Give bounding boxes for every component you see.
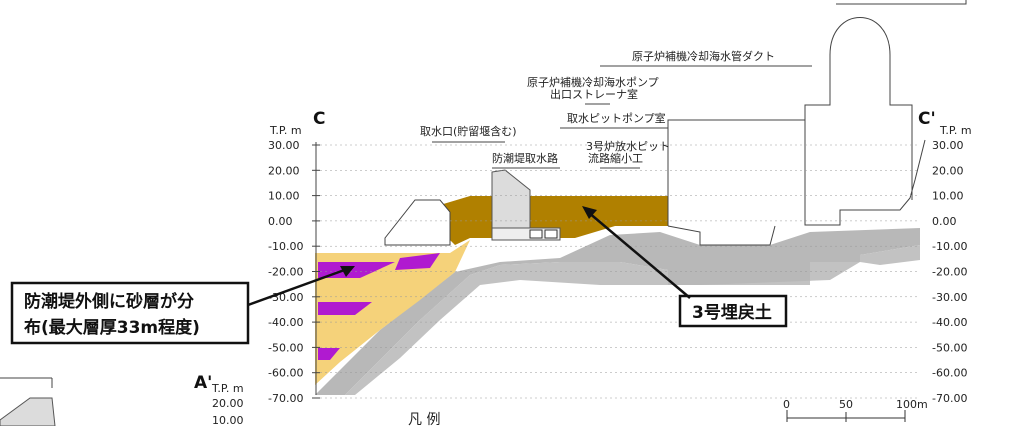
right-tick-3: 0.00	[932, 215, 957, 228]
tp-label-right: T.P. m	[939, 124, 972, 137]
label-pump-line2: 出口ストレーナ室	[550, 87, 638, 101]
label-seawall-channel: 防潮堤取水路	[492, 151, 558, 165]
sand-callout-box	[10, 281, 250, 345]
sand-arrow-head	[340, 266, 355, 277]
left-tick-2: 10.00	[268, 190, 300, 203]
backfill-callout-label: 3号埋戻土	[692, 302, 772, 323]
section-label-lower: A'	[194, 373, 212, 393]
purple-layer-3	[318, 348, 340, 360]
right-tick-8: -50.00	[932, 341, 967, 354]
tp-label-left: T.P. m	[269, 124, 302, 137]
left-tick-3: 0.00	[268, 215, 293, 228]
channel-box	[491, 227, 561, 241]
section-label-left: C	[313, 109, 325, 129]
purple-layer-4	[395, 253, 440, 270]
building-outline	[667, 119, 926, 226]
scale-label-50: 50	[839, 398, 853, 411]
left-tick-9: -60.00	[268, 367, 303, 380]
label-unit3-pit-line1: 3号炉放水ピット	[586, 139, 670, 153]
label-pit-pump: 取水ピットポンプ室	[567, 111, 666, 125]
scale-label-100: 100m	[896, 398, 928, 411]
left-tick-4: -10.00	[268, 240, 303, 253]
label-intake: 取水口(貯留堰含む)	[420, 124, 517, 138]
left-tick-6: -30.00	[268, 291, 303, 304]
channel-opening-2	[544, 229, 558, 239]
right-tick-9: -60.00	[932, 367, 967, 380]
right-tick-6: -30.00	[932, 291, 967, 304]
left-tick-8: -50.00	[268, 341, 303, 354]
purple-layer-1	[318, 262, 395, 278]
backfill-callout-box	[678, 294, 788, 328]
intake-structure	[384, 199, 451, 246]
left-tick-labels: 30.00 20.00 10.00 0.00 -10.00 -20.00 -30.00 -40…	[268, 139, 920, 405]
right-tick-labels: 30.00 20.00 10.00 0.00 -10.00 -20.00 -30.00 -40…	[932, 139, 967, 405]
label-duct: 原子炉補機冷却海水管ダクト	[632, 49, 775, 63]
left-tick-10: -70.00	[268, 392, 303, 405]
sand-callout-line1: 防潮堤外側に砂層が分	[24, 291, 194, 312]
pit-outline	[667, 225, 776, 246]
section-label-right: C'	[918, 109, 936, 129]
label-unit3-pit-line2: 流路縮小工	[588, 151, 643, 165]
label-pump-line1: 原子炉補機冷却海水ポンプ	[527, 75, 659, 89]
left-tick-5: -20.00	[268, 266, 303, 279]
right-tick-0: 30.00	[932, 139, 964, 152]
left-tick-0: 30.00	[268, 139, 300, 152]
bedrock-deep	[315, 245, 920, 395]
backfill-callout-arrow	[587, 211, 691, 299]
right-tick-2: 10.00	[932, 190, 964, 203]
right-tick-1: 20.00	[932, 164, 964, 177]
left-tick-1: 20.00	[268, 164, 300, 177]
bedrock-layer	[315, 228, 920, 395]
scale-label-0: 0	[783, 398, 790, 411]
lower-tick-1: 20.00	[212, 397, 244, 410]
frame-partial	[836, 0, 967, 5]
lower-seawall-partial	[0, 397, 56, 427]
right-tick-4: -10.00	[932, 240, 967, 253]
legend-partial: 凡 例	[408, 412, 440, 426]
left-tick-7: -40.00	[268, 316, 303, 329]
sand-callout-arrow	[247, 266, 351, 307]
lower-tick-2: 10.00	[212, 414, 244, 426]
purple-layer-2	[318, 302, 372, 315]
channel-opening-1	[529, 229, 543, 239]
right-tick-7: -40.00	[932, 316, 967, 329]
sand-callout-line2: 布(最大層厚33m程度)	[24, 317, 200, 338]
right-tick-10: -70.00	[932, 392, 967, 405]
backfill-arrow-head	[582, 206, 597, 219]
dome-building	[804, 17, 913, 200]
right-tick-5: -20.00	[932, 266, 967, 279]
tp-label-lower: T.P. m	[211, 382, 244, 395]
